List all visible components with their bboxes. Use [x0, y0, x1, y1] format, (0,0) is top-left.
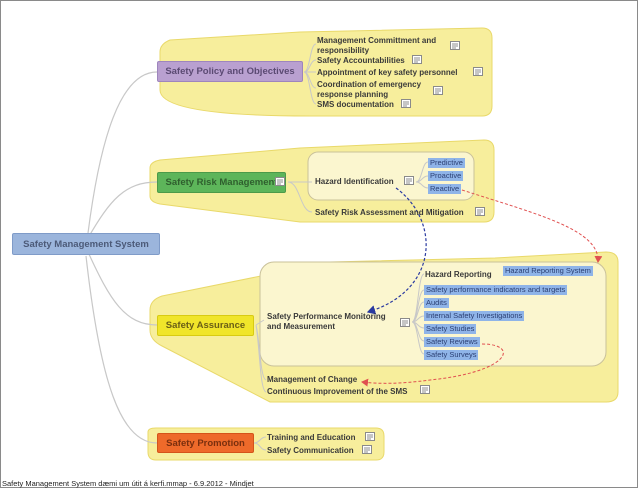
topic-safety-promotion[interactable]: Safety Promotion	[157, 433, 254, 453]
hazard-tag-proactive[interactable]: Proactive	[428, 171, 464, 181]
hazard-reporting[interactable]: Hazard Reporting	[425, 270, 492, 279]
central-topic-label: Safety Management System	[23, 238, 149, 250]
relation-reactive-to-reporting-system	[461, 189, 603, 263]
note-icon[interactable]	[401, 99, 411, 108]
hazard-identification[interactable]: Hazard Identification	[315, 177, 394, 186]
note-icon[interactable]	[412, 55, 422, 64]
topic-safety-promotion-label: Safety Promotion	[166, 437, 245, 449]
note-icon[interactable]	[404, 176, 414, 185]
footer-caption: Safety Management System dæmi um útit á …	[2, 479, 254, 488]
policy-item[interactable]: Management Committment and responsibilit…	[317, 36, 437, 55]
note-icon[interactable]	[420, 385, 430, 394]
relation-hazard-id-to-monitoring	[366, 187, 427, 315]
connector-promotion	[85, 255, 158, 444]
connector-monitoring-tags	[411, 273, 425, 355]
promotion-item[interactable]: Safety Communication	[267, 446, 354, 455]
connector-risk	[87, 181, 158, 239]
management-of-change[interactable]: Management of Change	[267, 375, 358, 384]
topic-safety-policy[interactable]: Safety Policy and Objectives	[157, 61, 303, 82]
topic-safety-risk-label: Safety Risk Management	[165, 177, 278, 188]
connector-assurance	[87, 251, 158, 326]
note-icon[interactable]	[433, 86, 443, 95]
boundary-policy	[159, 27, 493, 117]
monitoring-tag[interactable]: Audits	[424, 298, 449, 308]
policy-item[interactable]: Safety Accountabilities	[317, 56, 405, 65]
policy-item[interactable]: SMS documentation	[317, 100, 394, 109]
monitoring-tag[interactable]: Safety Reviews	[424, 337, 480, 347]
central-topic[interactable]: Safety Management System	[12, 233, 160, 255]
monitoring-tag[interactable]: Safety performance indicators and target…	[424, 285, 568, 295]
note-icon[interactable]	[450, 41, 460, 50]
performance-monitoring[interactable]: Safety Performance Monitoring and Measur…	[267, 312, 386, 331]
note-icon[interactable]	[275, 177, 285, 186]
monitoring-tag[interactable]: Safety Surveys	[424, 350, 479, 360]
promotion-item[interactable]: Training and Education	[267, 433, 356, 442]
topic-safety-assurance-label: Safety Assurance	[165, 320, 246, 331]
connector-hazard-tags	[415, 161, 429, 189]
connector-assurance-items	[255, 319, 267, 393]
note-icon[interactable]	[362, 445, 372, 454]
topic-safety-policy-label: Safety Policy and Objectives	[165, 66, 295, 77]
topic-safety-risk[interactable]: Safety Risk Management	[157, 172, 286, 193]
risk-assessment[interactable]: Safety Risk Assessment and Mitigation	[315, 208, 464, 217]
note-icon[interactable]	[473, 67, 483, 76]
continuous-improvement[interactable]: Continuous Improvement of the SMS	[267, 387, 408, 396]
connector-promotion-items	[253, 436, 267, 451]
note-icon[interactable]	[475, 207, 485, 216]
monitoring-tag[interactable]: Safety Studies	[424, 324, 477, 334]
relation-reviews-to-change	[361, 343, 504, 387]
hazard-reporting-system[interactable]: Hazard Reporting System	[503, 266, 593, 276]
connector-policy	[87, 71, 158, 234]
note-icon[interactable]	[400, 318, 410, 327]
hazard-tag-reactive[interactable]: Reactive	[428, 184, 462, 194]
note-icon[interactable]	[365, 432, 375, 441]
topic-safety-assurance[interactable]: Safety Assurance	[157, 315, 254, 336]
connector-policy-items	[303, 43, 317, 105]
policy-item[interactable]: Coordination of emergency response plann…	[317, 80, 422, 99]
connector-risk-items	[287, 181, 313, 213]
policy-item[interactable]: Appointment of key safety personnel	[317, 68, 458, 77]
hazard-tag-predictive[interactable]: Predictive	[428, 158, 465, 168]
monitoring-tag[interactable]: Internal Safety Investigations	[424, 311, 525, 321]
